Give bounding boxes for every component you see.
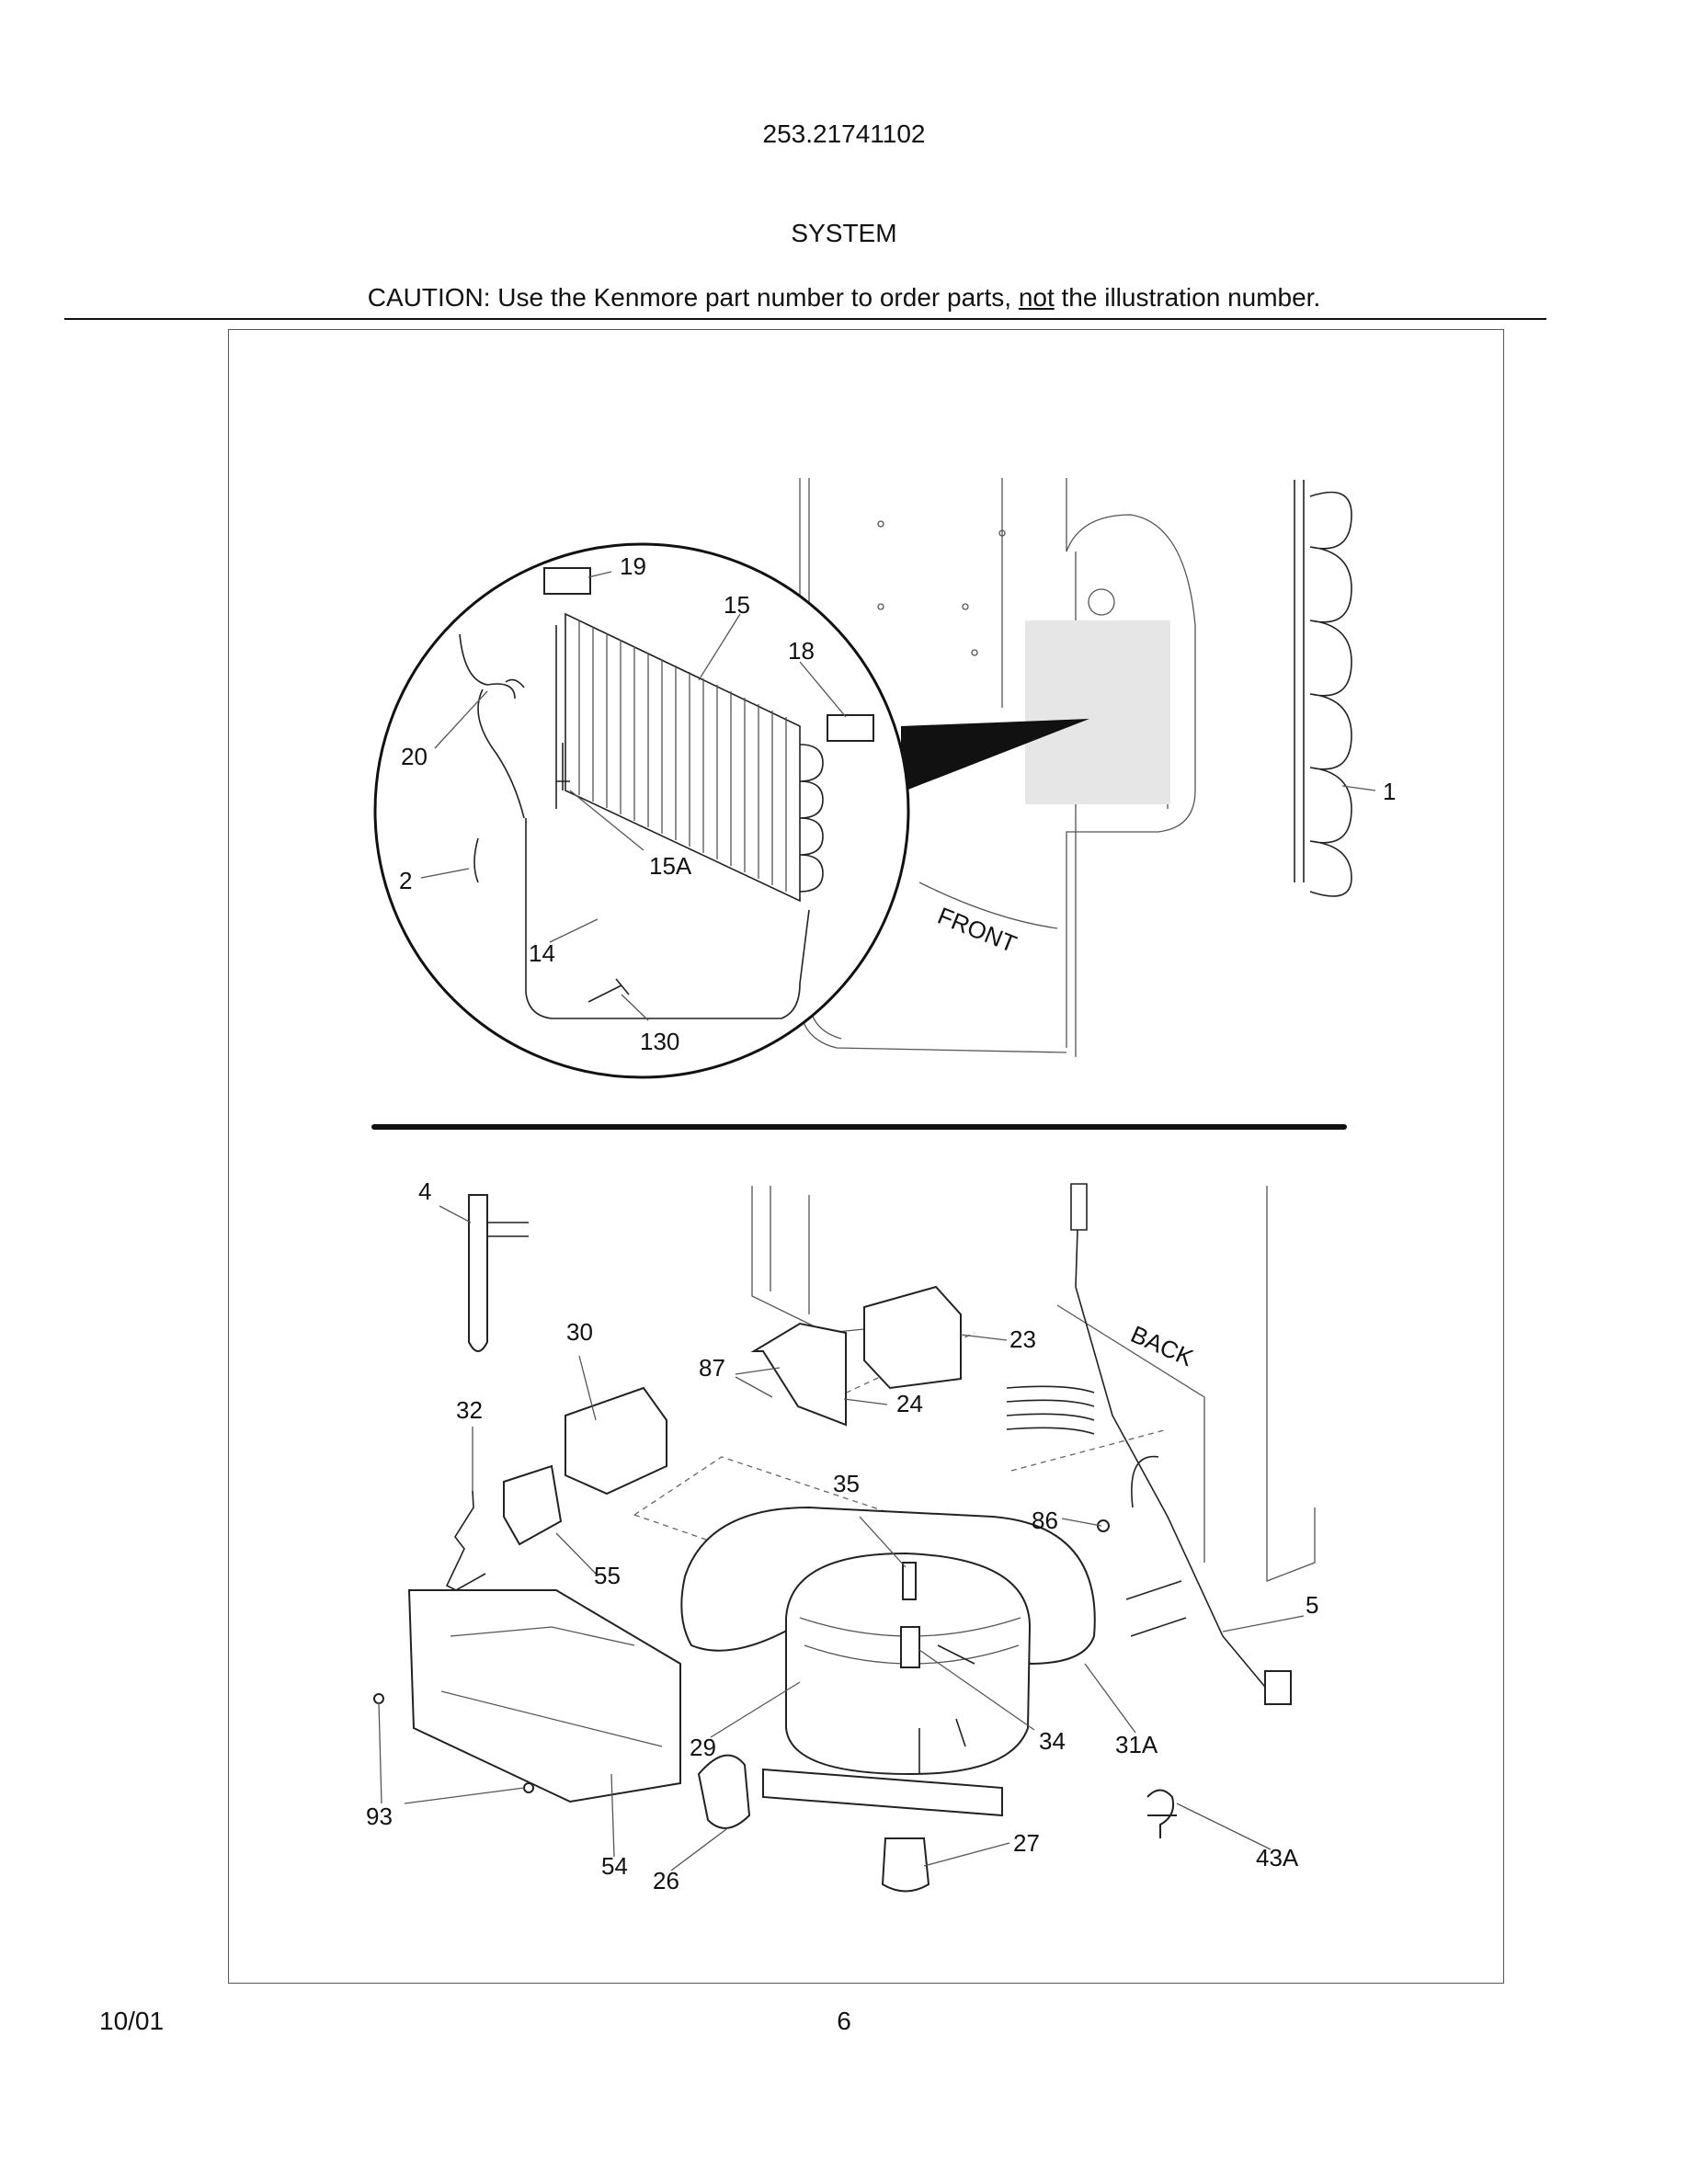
part-23-timer bbox=[863, 1285, 962, 1390]
part-93-screw-b bbox=[523, 1782, 534, 1793]
label-20: 20 bbox=[401, 743, 428, 770]
label-18: 18 bbox=[788, 637, 815, 665]
label-43a: 43A bbox=[1256, 1844, 1299, 1871]
label-2: 2 bbox=[399, 867, 412, 894]
label-front: FRONT bbox=[934, 902, 1021, 958]
label-23: 23 bbox=[1009, 1325, 1036, 1353]
part-43a-clamp bbox=[1146, 1789, 1177, 1838]
part-5-plug bbox=[1264, 1670, 1292, 1705]
label-14: 14 bbox=[529, 939, 555, 967]
label-55: 55 bbox=[594, 1562, 621, 1589]
label-86: 86 bbox=[1032, 1507, 1058, 1534]
section-title: SYSTEM bbox=[791, 219, 897, 247]
label-35: 35 bbox=[833, 1470, 860, 1497]
label-130: 130 bbox=[640, 1028, 679, 1055]
label-5: 5 bbox=[1306, 1591, 1318, 1619]
label-15: 15 bbox=[724, 591, 750, 619]
part-54-control-box bbox=[407, 1589, 681, 1803]
label-32: 32 bbox=[456, 1396, 483, 1424]
part-19-shape bbox=[543, 567, 591, 595]
part-2-shape bbox=[473, 837, 479, 883]
evaporator bbox=[555, 612, 824, 903]
tubing-ends bbox=[1125, 1580, 1187, 1637]
mounting-dash-lines bbox=[633, 1332, 1169, 1614]
compressor-tubes bbox=[918, 1644, 975, 1774]
caution-note: CAUTION: Use the Kenmore part number to … bbox=[0, 283, 1688, 313]
label-54: 54 bbox=[601, 1852, 628, 1880]
label-4: 4 bbox=[418, 1177, 431, 1205]
label-29: 29 bbox=[690, 1734, 716, 1761]
label-24: 24 bbox=[896, 1390, 923, 1417]
part-27-grommet bbox=[881, 1837, 930, 1893]
part-14-heater bbox=[525, 818, 810, 1019]
part-93-screw-a bbox=[373, 1693, 384, 1704]
part-18-shape bbox=[827, 714, 874, 742]
part-130-shape bbox=[587, 978, 630, 1003]
label-31a: 31A bbox=[1115, 1731, 1158, 1758]
label-back: BACK bbox=[1127, 1320, 1198, 1371]
part-32-clip bbox=[445, 1490, 486, 1591]
revision-date: 10/01 bbox=[99, 2007, 165, 2035]
part-30-relay bbox=[565, 1386, 667, 1496]
label-87: 87 bbox=[699, 1354, 725, 1382]
part-34-stub bbox=[900, 1626, 920, 1668]
diagram-frame bbox=[228, 329, 1504, 1984]
part-35-bolt bbox=[902, 1562, 917, 1600]
label-19: 19 bbox=[620, 552, 646, 580]
part-26-grommet bbox=[697, 1754, 751, 1829]
cabinet-liner bbox=[799, 478, 1196, 1057]
part-86-ground-wire bbox=[1131, 1455, 1159, 1508]
control-box-detail bbox=[440, 1626, 663, 1747]
part-86-screw bbox=[1097, 1519, 1110, 1532]
model-number: 253.21741102 bbox=[762, 119, 926, 148]
part-24-bracket bbox=[750, 1322, 847, 1427]
label-34: 34 bbox=[1039, 1727, 1066, 1755]
zoom-pointer bbox=[901, 719, 1089, 792]
part-20-thermostat bbox=[459, 633, 525, 700]
label-30: 30 bbox=[566, 1318, 593, 1346]
page-number: 6 bbox=[837, 2007, 851, 2035]
part-15a-shape bbox=[556, 743, 570, 791]
harness-leads bbox=[1006, 1385, 1095, 1435]
part-4-drier bbox=[468, 1194, 488, 1352]
caution-suffix: the illustration number. bbox=[1054, 283, 1321, 312]
part-4-outlet bbox=[487, 1222, 529, 1237]
caution-prefix: CAUTION: Use the Kenmore part number to … bbox=[367, 283, 1019, 312]
label-15a: 15A bbox=[649, 852, 692, 880]
label-26: 26 bbox=[653, 1867, 679, 1894]
evaporator-detail-circle bbox=[373, 542, 910, 1079]
caution-not: not bbox=[1018, 283, 1055, 312]
label-93: 93 bbox=[366, 1803, 393, 1830]
part-55-overload bbox=[503, 1464, 563, 1546]
condenser-coil bbox=[1294, 480, 1352, 897]
label-1: 1 bbox=[1383, 778, 1396, 805]
part-20-wire bbox=[477, 688, 525, 819]
compressor-base bbox=[762, 1768, 1003, 1817]
part-5-harness bbox=[1070, 1183, 1270, 1692]
header-rule bbox=[64, 318, 1546, 320]
label-27: 27 bbox=[1013, 1829, 1040, 1857]
